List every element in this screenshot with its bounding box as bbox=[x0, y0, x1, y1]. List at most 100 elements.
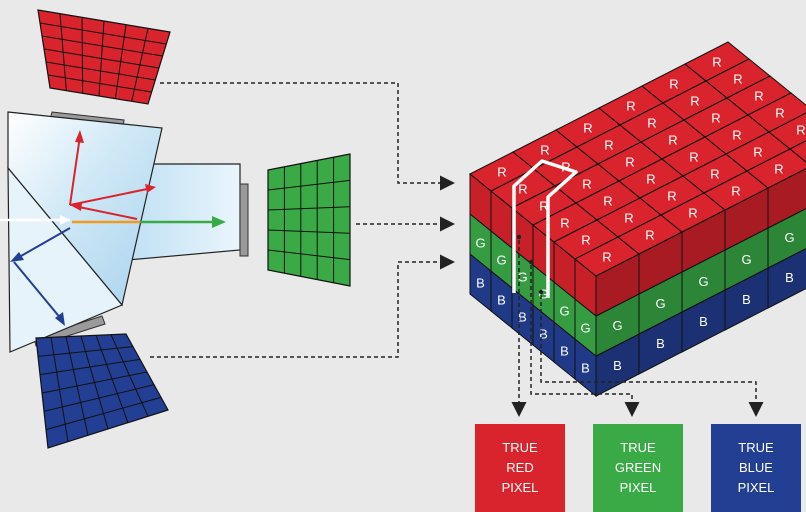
true-green-pixel-line1: TRUE bbox=[620, 440, 656, 455]
red-layer-top-letter: R bbox=[775, 106, 784, 121]
blue-sensor-panel bbox=[35, 333, 169, 449]
blue-layer-front-letter: B bbox=[539, 327, 548, 342]
blue-layer-side-letter: B bbox=[699, 314, 708, 329]
red-layer-top-cell bbox=[768, 112, 806, 150]
blue-ray-down bbox=[13, 261, 63, 321]
green-sensor-grid-line bbox=[267, 179, 351, 191]
pixel-to-output-connectors bbox=[511, 240, 764, 417]
green-sensor-grid-line bbox=[267, 206, 351, 211]
red-layer-top-letter: R bbox=[733, 72, 742, 87]
red-layer-top-letter: R bbox=[647, 116, 656, 131]
red-sensor-panel bbox=[37, 9, 171, 105]
red-layer-top-letter: R bbox=[667, 189, 676, 204]
true-green-pixel-line2: GREEN bbox=[614, 460, 662, 475]
true-green-pixel-box: TRUE GREEN PIXEL bbox=[593, 424, 683, 512]
red-layer-top-letter: R bbox=[626, 99, 635, 114]
red-ray-up-head bbox=[75, 130, 84, 143]
blue-layer-front-letter: B bbox=[518, 310, 527, 325]
green-layer-side-letter: G bbox=[784, 230, 794, 245]
beam-splitter-prism bbox=[0, 111, 249, 353]
green-layer-side-letter: G bbox=[655, 296, 665, 311]
red-layer-top-letter: R bbox=[497, 165, 506, 180]
red-layer-top-letter: R bbox=[669, 77, 678, 92]
red-layer-top-letter: R bbox=[754, 89, 763, 104]
red-layer-top-letter: R bbox=[602, 250, 611, 265]
blue-ray-left bbox=[13, 227, 71, 261]
highlighted-pixel-column bbox=[512, 159, 578, 298]
red-layer-top-cell bbox=[747, 92, 806, 133]
green-layer-front-letter: G bbox=[517, 270, 527, 285]
green-layer-front-letter: G bbox=[559, 304, 569, 319]
green-output-connector bbox=[530, 265, 640, 417]
red-layer-top-cell bbox=[789, 140, 806, 163]
true-red-pixel-box: TRUE RED PIXEL bbox=[475, 424, 565, 512]
red-layer-top-letter: R bbox=[539, 199, 548, 214]
red-layer-top-letter: R bbox=[753, 145, 762, 160]
red-layer-top-letter: R bbox=[688, 206, 697, 221]
pixel-tap-dots bbox=[516, 234, 544, 295]
blue-layer-front-letter: B bbox=[560, 344, 569, 359]
green-layer-side-letter: G bbox=[612, 318, 622, 333]
red-layer-top-cell bbox=[746, 148, 806, 189]
red-tap-dot bbox=[516, 234, 522, 240]
red-connector bbox=[160, 82, 455, 191]
blue-layer-front-letter: B bbox=[476, 276, 485, 291]
blue-layer-side-letter: B bbox=[613, 358, 622, 373]
red-layer-top-letter: R bbox=[582, 177, 591, 192]
true-green-pixel-line3: PIXEL bbox=[619, 480, 657, 495]
red-layer-top-letter: R bbox=[690, 94, 699, 109]
red-layer-top-letter: R bbox=[583, 121, 592, 136]
blue-layer-side-letter: B bbox=[656, 336, 665, 351]
red-layer: RRRRRRRRRRRRRRRRRRRRRRRRRRRRRRRRRRRR bbox=[469, 41, 806, 318]
red-layer-top-letter: R bbox=[625, 155, 634, 170]
red-layer-top-letter: R bbox=[540, 143, 549, 158]
sensor-to-cube-connectors bbox=[150, 82, 455, 358]
blue-connector bbox=[150, 254, 455, 358]
green-layer-front-letter: G bbox=[580, 321, 590, 336]
green-sensor-grid-line bbox=[267, 229, 351, 234]
green-sensor-panel bbox=[267, 153, 351, 287]
true-red-pixel-line1: TRUE bbox=[502, 440, 538, 455]
green-tap-dot bbox=[528, 259, 534, 265]
blue-layer-side-letter: B bbox=[742, 292, 751, 307]
blue-tap-dot bbox=[538, 289, 544, 295]
true-blue-pixel-line1: TRUE bbox=[738, 440, 774, 455]
blue-ray-down-head bbox=[55, 312, 65, 326]
red-ray-up bbox=[69, 135, 81, 206]
blue-layer-side-letter: B bbox=[785, 270, 794, 285]
green-layer-front-letter: G bbox=[538, 287, 548, 302]
red-layer-top-letter: R bbox=[731, 184, 740, 199]
green-layer-front-letter: G bbox=[496, 253, 506, 268]
true-blue-pixel-line2: BLUE bbox=[739, 460, 773, 475]
true-blue-pixel-box: TRUE BLUE PIXEL bbox=[711, 424, 801, 512]
white-ray-head bbox=[60, 215, 70, 225]
true-red-pixel-line2: RED bbox=[506, 460, 534, 475]
true-red-pixel-line3: PIXEL bbox=[501, 480, 539, 495]
green-sensor-grid-line bbox=[267, 249, 351, 261]
pixel-column-outline bbox=[512, 159, 578, 298]
red-layer-top-letter: R bbox=[645, 228, 654, 243]
red-layer-top-letter: R bbox=[710, 167, 719, 182]
right-filter-plate bbox=[239, 183, 249, 257]
red-layer-top-letter: R bbox=[560, 216, 569, 231]
true-blue-pixel-line3: PIXEL bbox=[737, 480, 775, 495]
red-layer-top-letter: R bbox=[774, 162, 783, 177]
red-sensor-grid-line bbox=[47, 74, 152, 93]
green-layer-side-letter: G bbox=[698, 274, 708, 289]
green-layer-side-letter: G bbox=[741, 252, 751, 267]
blue-output-connector bbox=[540, 295, 764, 417]
red-ray-back-head bbox=[70, 203, 82, 211]
prism-lower-block bbox=[7, 166, 123, 353]
green-ray-head bbox=[212, 216, 226, 228]
blue-ray-left-head bbox=[10, 252, 24, 262]
rgb-sensor-cube: BBBBBBBBBBBBGGGGGGGGGGGGRRRRRRRRRRRRRRRR… bbox=[469, 41, 806, 398]
red-layer-top-letter: R bbox=[603, 194, 612, 209]
red-layer-top-letter: R bbox=[689, 150, 698, 165]
red-layer-top-letter: R bbox=[732, 128, 741, 143]
red-layer-top-letter: R bbox=[712, 55, 721, 70]
blue-layer-front-letter: B bbox=[497, 293, 506, 308]
red-layer-top-letter: R bbox=[668, 133, 677, 148]
red-layer-top-letter: R bbox=[518, 182, 527, 197]
red-layer-top-letter: R bbox=[624, 211, 633, 226]
red-ray-back bbox=[73, 205, 138, 220]
